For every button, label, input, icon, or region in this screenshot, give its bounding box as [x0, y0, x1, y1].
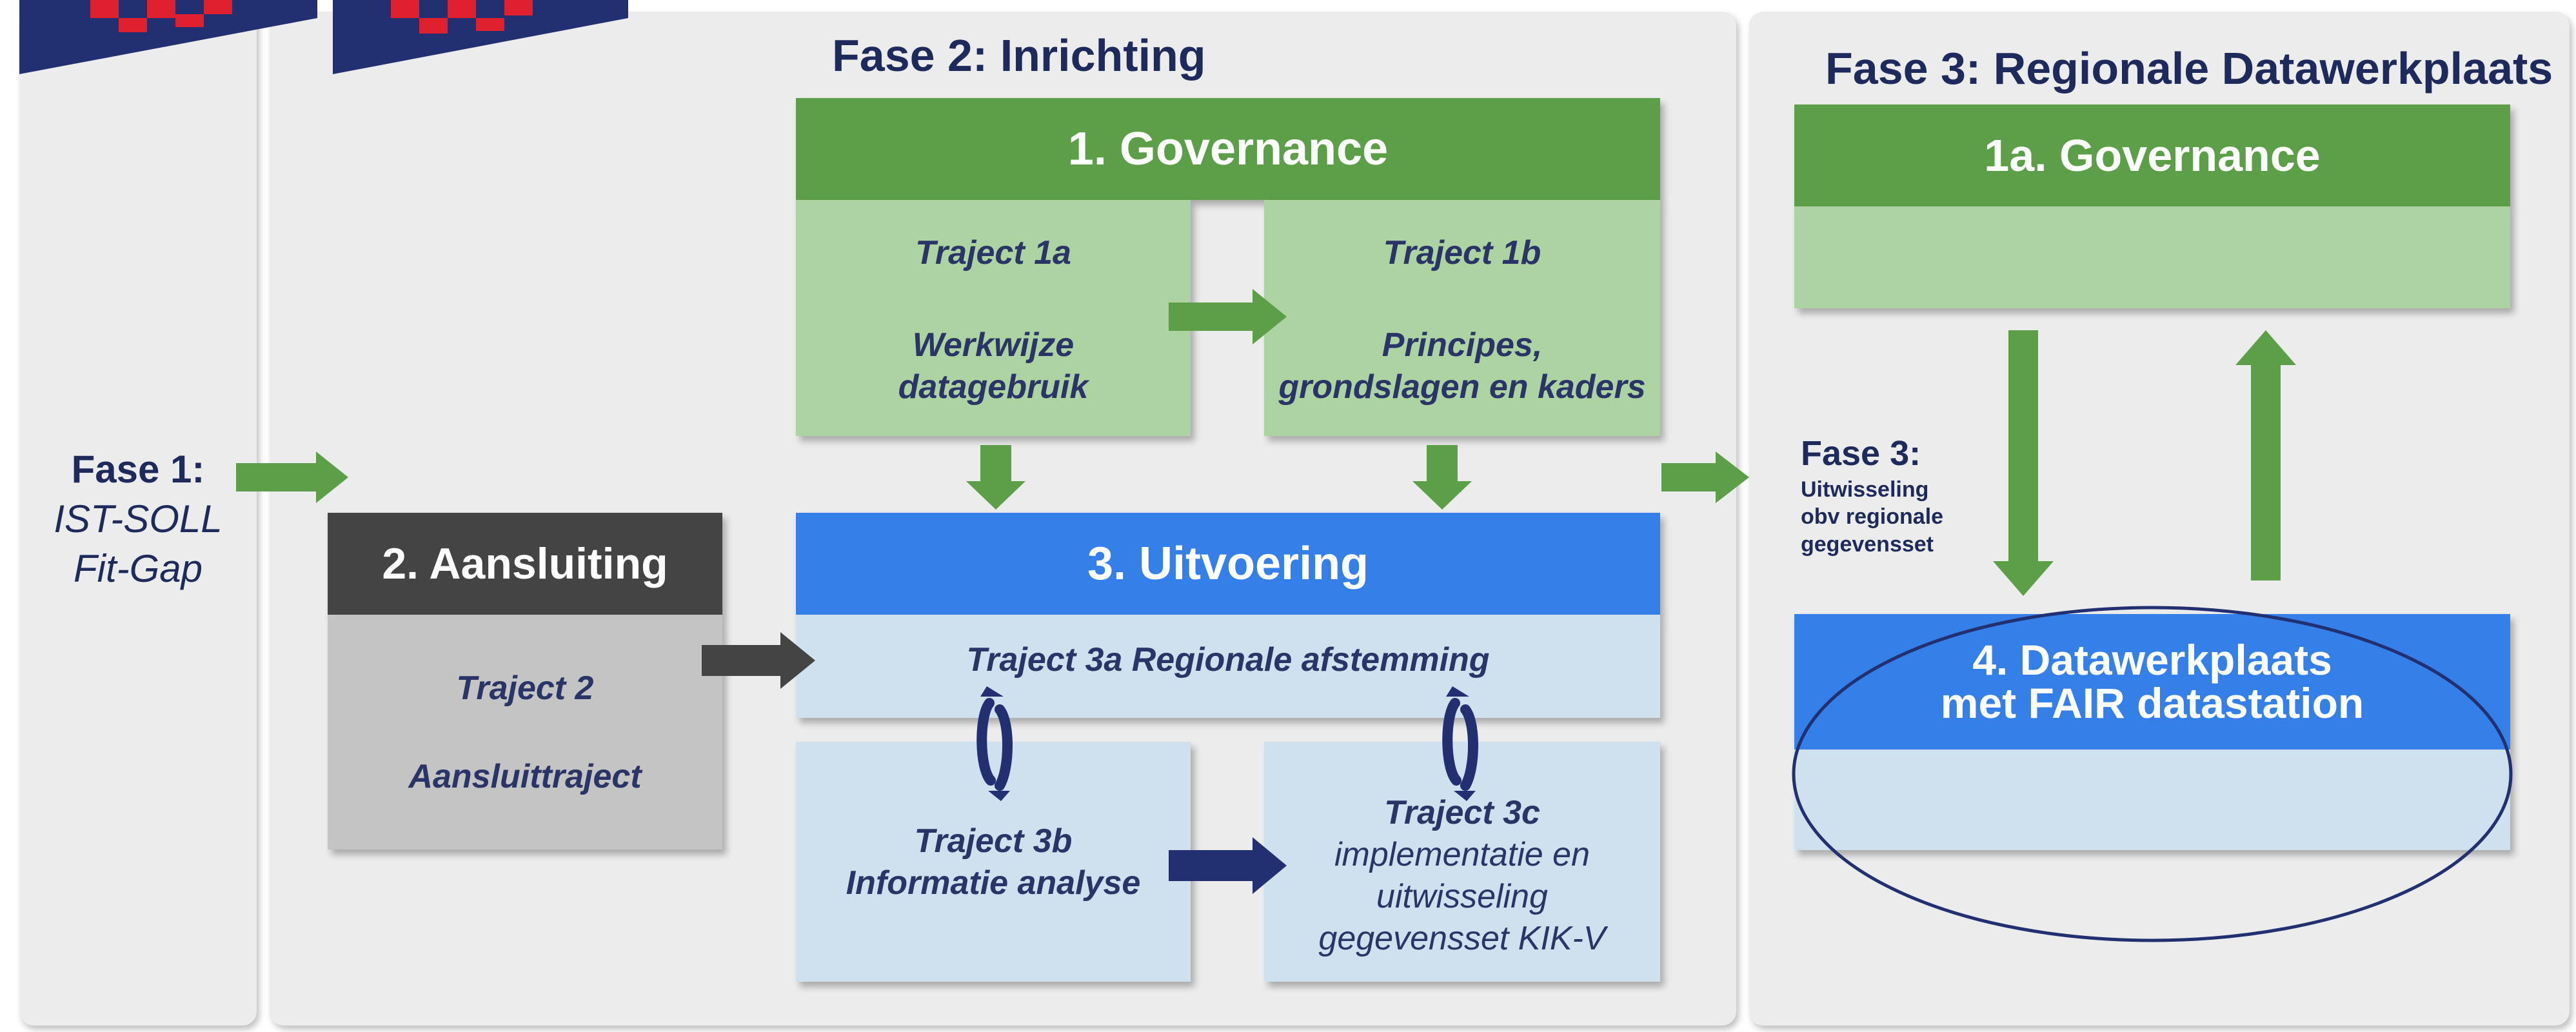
phase3-exchange-text: Fase 3: Uitwisseling obv regionale gegev… — [1801, 432, 1943, 558]
aansluiting-header: 2. Aansluiting — [328, 513, 722, 615]
traject-1b-line2: grondslagen en kaders — [1278, 368, 1646, 406]
traject-3c-line1: implementatie en — [1334, 836, 1590, 873]
phase3-title: Fase 3: Regionale Datawerkplaats — [1825, 43, 2553, 94]
traject-2-box: Traject 2 Aansluittraject — [328, 615, 722, 849]
arrow-right-icon — [1169, 837, 1287, 894]
traject-1a-line2: datagebruik — [898, 368, 1089, 406]
phase3-exchange-line1: Uitwisseling — [1801, 477, 1929, 502]
cycle-arrowhead — [988, 791, 1010, 801]
traject-3c-line3: gegevensset KIK-V — [1318, 920, 1606, 957]
traject-3a-label: Traject 3a Regionale afstemming — [966, 640, 1490, 679]
uitvoering-header: 3. Uitvoering — [796, 513, 1660, 615]
flag-pennant-right — [333, 0, 628, 74]
traject-1b-box: Traject 1b Principes, grondslagen en kad… — [1264, 200, 1660, 436]
phase3-governance-body — [1794, 206, 2510, 308]
traject-1a-box: Traject 1a Werkwijze datagebruik — [796, 200, 1191, 436]
flag-pennant-left — [19, 0, 317, 74]
traject-1b-title: Traject 1b — [1383, 234, 1541, 272]
arrow-right-icon — [1661, 452, 1749, 503]
traject-3b-line1: Traject 3b — [914, 822, 1073, 860]
phase1-text: Fase 1: IST-SOLL Fit-Gap — [19, 445, 257, 593]
arrow-up-icon — [2235, 330, 2296, 580]
phase3-exchange-title: Fase 3: — [1801, 434, 1921, 473]
phase3-exchange-line2: obv regionale — [1801, 504, 1944, 529]
highlight-ellipse — [1792, 606, 2513, 942]
phase1-line2: Fit-Gap — [73, 546, 203, 590]
datawerkplaats-header: 4. Datawerkplaats met FAIR datastation — [1794, 614, 2510, 749]
datawerkplaats-body — [1794, 749, 2510, 850]
arrow-right-icon — [702, 632, 815, 689]
arrow-right-icon — [1169, 289, 1287, 344]
datawerkplaats-line1: 4. Datawerkplaats — [1972, 635, 2332, 684]
traject-2-body: Aansluittraject — [408, 758, 642, 795]
arrow-down-icon — [966, 445, 1025, 510]
traject-1a-line1: Werkwijze — [912, 326, 1075, 364]
governance-header: 1. Governance — [796, 98, 1660, 200]
arrow-right-icon — [236, 452, 348, 503]
traject-2-title: Traject 2 — [456, 670, 594, 707]
traject-3c-line2: uitwisseling — [1376, 878, 1548, 915]
traject-3c-title: Traject 3c — [1384, 794, 1540, 831]
arrow-down-icon — [1412, 445, 1472, 510]
traject-3b-line2: Informatie analyse — [846, 864, 1141, 902]
cycle-arrowhead — [980, 686, 1004, 697]
phase1-title: Fase 1: — [71, 448, 205, 491]
phase1-line1: IST-SOLL — [54, 497, 223, 541]
phase3-exchange-line3: gegevensset — [1801, 531, 1934, 557]
phase3-governance-header: 1a. Governance — [1794, 104, 2510, 206]
cycle-icon — [976, 698, 1013, 791]
traject-1b-line1: Principes, — [1382, 326, 1543, 364]
phase2-title: Fase 2: Inrichting — [832, 30, 1206, 81]
traject-1a-title: Traject 1a — [915, 234, 1071, 272]
datawerkplaats-line2: met FAIR datastation — [1940, 679, 2364, 727]
traject-3a-box: Traject 3a Regionale afstemming — [796, 615, 1660, 718]
phase1-panel — [19, 12, 257, 1026]
cycle-arrowhead — [1446, 686, 1469, 697]
cycle-arrowhead — [1454, 791, 1476, 801]
cycle-icon — [1442, 698, 1478, 791]
arrow-down-icon — [1993, 330, 2054, 596]
